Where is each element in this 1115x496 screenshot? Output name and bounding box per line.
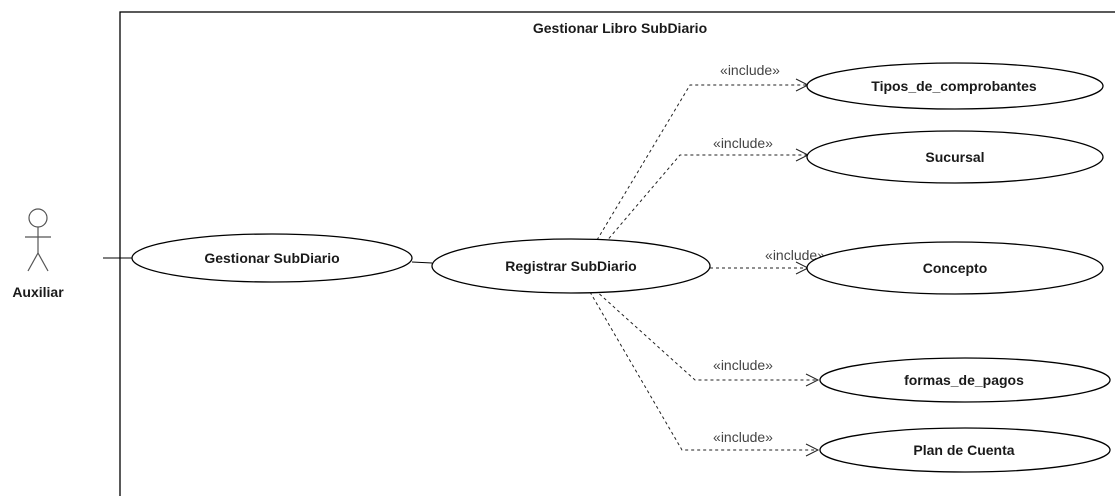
use-case-registrar-subdiario[interactable]: Registrar SubDiario xyxy=(431,238,711,294)
use-case-plan-label: Plan de Cuenta xyxy=(913,442,1014,458)
actor-label: Auxiliar xyxy=(12,284,64,300)
include-plan-line xyxy=(589,291,818,451)
include-formas-label: «include» xyxy=(713,357,773,373)
use-case-formas-de-pagos[interactable]: formas_de_pagos xyxy=(819,357,1111,403)
include-tipos-label: «include» xyxy=(720,62,780,78)
use-case-tipos-ellipse xyxy=(806,62,1104,110)
use-case-gestionar-ellipse xyxy=(131,233,413,283)
include-formas: «include» xyxy=(594,289,820,387)
use-case-concepto-label: Concepto xyxy=(923,260,988,276)
include-sucursal-label: «include» xyxy=(713,135,773,151)
use-case-sucursal[interactable]: Sucursal xyxy=(806,130,1104,184)
use-case-gestionar-label: Gestionar SubDiario xyxy=(204,250,339,266)
use-case-sucursal-label: Sucursal xyxy=(925,149,984,165)
use-case-plan-de-cuenta[interactable]: Plan de Cuenta xyxy=(819,427,1111,473)
include-plan-arrowhead xyxy=(805,443,820,457)
use-case-registrar-ellipse xyxy=(431,238,711,294)
use-case-gestionar-subdiario[interactable]: Gestionar SubDiario xyxy=(131,233,413,283)
use-case-formas-ellipse xyxy=(819,357,1111,403)
use-case-plan-ellipse xyxy=(819,427,1111,473)
include-formas-line xyxy=(594,289,818,381)
use-case-concepto-ellipse xyxy=(806,241,1104,295)
include-plan-label: «include» xyxy=(713,429,773,445)
include-formas-arrowhead xyxy=(805,373,820,387)
stick-figure-icon xyxy=(25,208,51,272)
use-case-tipos-de-comprobantes[interactable]: Tipos_de_comprobantes xyxy=(806,62,1104,110)
include-tipos-line xyxy=(596,84,808,241)
association-gestionar-registrar xyxy=(411,261,433,264)
use-case-sucursal-ellipse xyxy=(806,130,1104,184)
include-plan: «include» xyxy=(589,291,820,457)
system-boundary-title: Gestionar Libro SubDiario xyxy=(533,20,707,36)
include-sucursal-line xyxy=(604,154,808,244)
use-case-concepto[interactable]: Concepto xyxy=(806,241,1104,295)
use-case-formas-label: formas_de_pagos xyxy=(904,372,1024,388)
include-tipos: «include» xyxy=(596,62,810,241)
use-case-registrar-label: Registrar SubDiario xyxy=(505,258,636,274)
actor-auxiliar[interactable]: Auxiliar xyxy=(12,208,64,300)
include-sucursal: «include» xyxy=(604,135,810,244)
include-concepto-label: «include» xyxy=(765,247,825,263)
use-case-tipos-label: Tipos_de_comprobantes xyxy=(871,78,1037,94)
